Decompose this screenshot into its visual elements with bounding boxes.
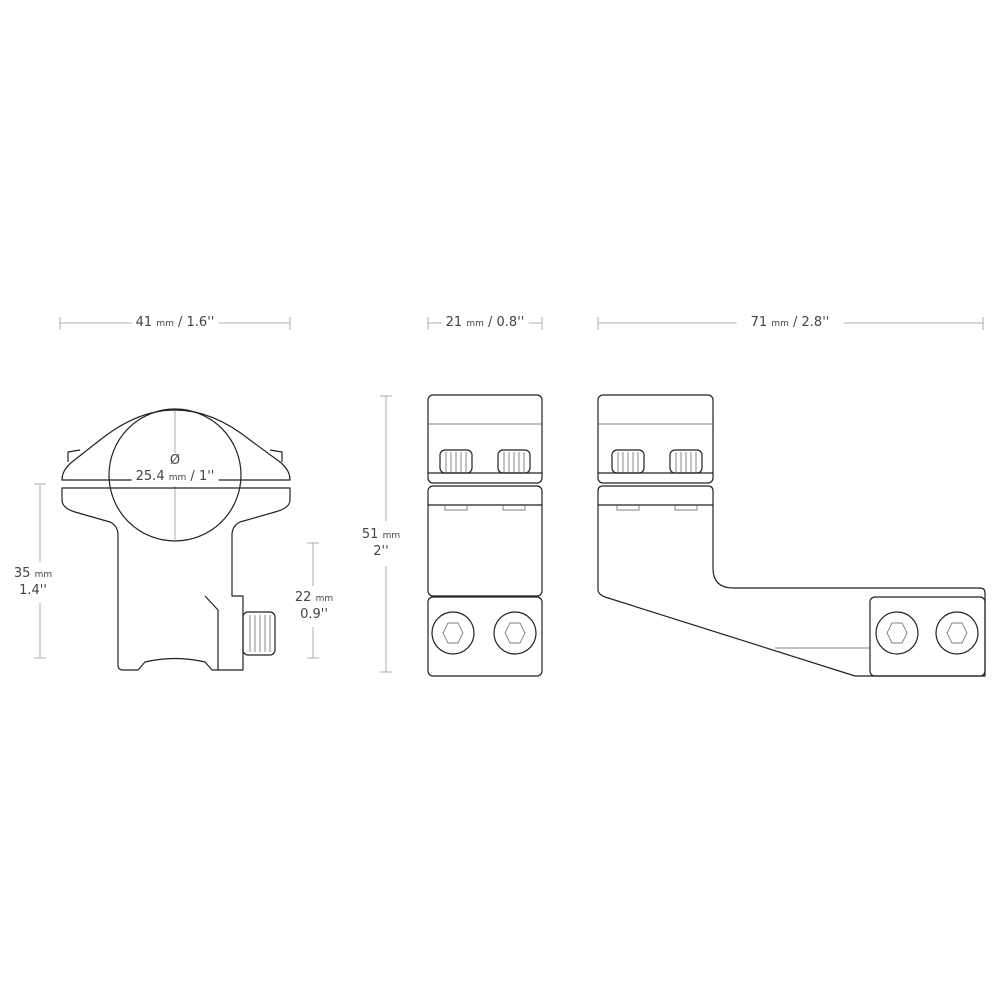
unit: mm bbox=[382, 531, 401, 541]
unit: mm bbox=[315, 594, 334, 604]
value: 25.4 bbox=[135, 469, 165, 484]
offset-length-dimension-label: 71 mm / 2.8'' bbox=[736, 315, 844, 332]
imperial: 2'' bbox=[373, 544, 389, 559]
unit: mm bbox=[466, 319, 484, 329]
clamp-height-label: 22 mm 0.9'' bbox=[292, 586, 336, 627]
center-height-label: 35 mm 1.4'' bbox=[11, 562, 55, 603]
width-dimension-label: 41 mm / 1.6'' bbox=[131, 315, 219, 332]
unit: mm bbox=[34, 570, 53, 580]
diameter-symbol: Ø bbox=[169, 453, 181, 468]
imperial: 0.8'' bbox=[496, 315, 525, 330]
unit: mm bbox=[156, 319, 174, 329]
total-height-label: 51 mm 2'' bbox=[359, 521, 403, 566]
imperial: 2.8'' bbox=[801, 315, 830, 330]
scope-tube-circle bbox=[108, 408, 242, 542]
dimension-lines bbox=[34, 317, 984, 673]
imperial: 1'' bbox=[198, 469, 215, 484]
value: 35 bbox=[13, 566, 31, 581]
front-view-ring-mount bbox=[61, 408, 291, 671]
unit: mm bbox=[168, 473, 187, 483]
value: 71 bbox=[750, 315, 768, 330]
value: 51 bbox=[361, 527, 379, 542]
depth-dimension-label: 21 mm / 0.8'' bbox=[441, 315, 529, 332]
imperial: 0.9'' bbox=[300, 607, 328, 622]
value: 21 bbox=[445, 315, 463, 330]
value: 22 bbox=[294, 590, 312, 605]
unit: mm bbox=[771, 319, 789, 329]
offset-view-mount bbox=[597, 394, 986, 677]
value: 41 bbox=[135, 315, 153, 330]
imperial: 1.6'' bbox=[186, 315, 215, 330]
side-view-mount bbox=[427, 394, 543, 677]
imperial: 1.4'' bbox=[19, 583, 47, 598]
